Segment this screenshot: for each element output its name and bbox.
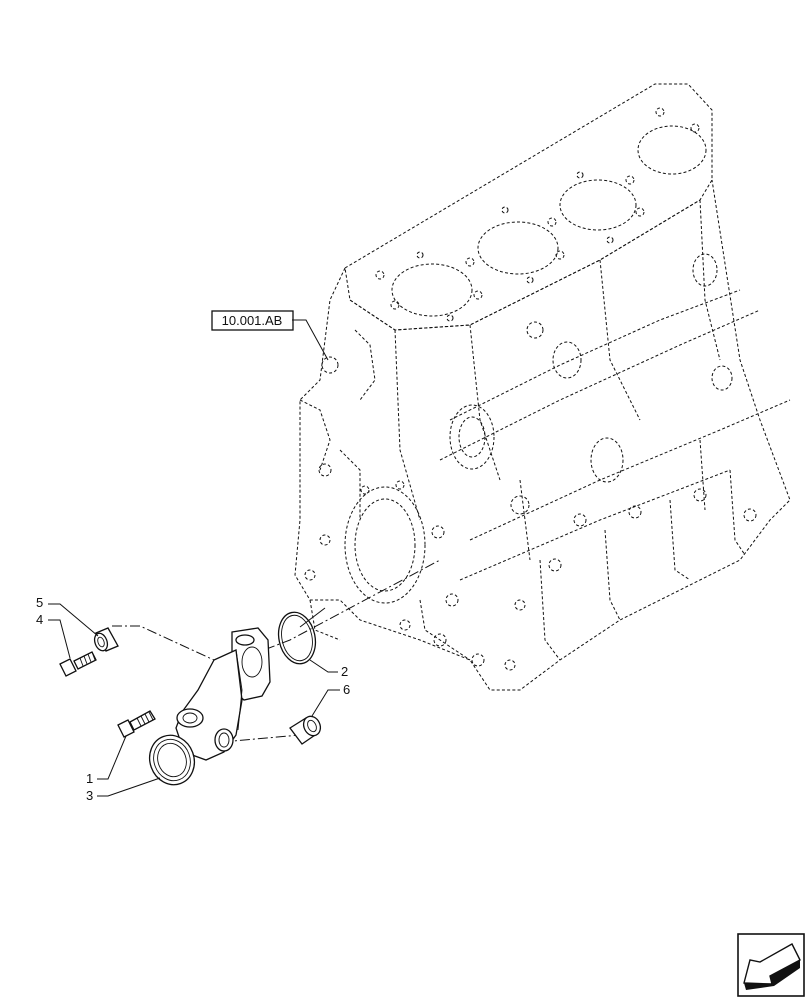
leader-2: [309, 659, 338, 673]
part-1-bolt: [117, 710, 156, 738]
block-leader: [299, 607, 326, 628]
reference-label[interactable]: 10.001.AB: [211, 310, 329, 361]
next-page-arrow-icon[interactable]: [737, 933, 805, 997]
callout-3: 3: [86, 788, 93, 803]
leader-4: [48, 619, 71, 659]
callout-4: 4: [36, 612, 43, 627]
leader-3: [97, 777, 161, 797]
leader-6: [311, 689, 340, 717]
assembly-line-lower: [221, 734, 301, 743]
part-3-outlet-fitting: [148, 627, 271, 786]
part-4-bolt: [59, 651, 97, 677]
callout-2: 2: [341, 664, 348, 679]
callout-1: 1: [86, 771, 93, 786]
assembly-line-upper: [112, 559, 441, 661]
part-2-o-ring: [277, 611, 317, 665]
callout-5: 5: [36, 595, 43, 610]
leader-5: [48, 603, 99, 637]
part-5-spacer: [93, 627, 119, 652]
part-6-plug: [289, 715, 322, 745]
callout-6: 6: [343, 682, 350, 697]
reference-label-text: 10.001.AB: [222, 313, 283, 328]
leader-1: [97, 735, 127, 780]
bolt-holes: [375, 107, 700, 322]
engine-block: [294, 83, 791, 691]
